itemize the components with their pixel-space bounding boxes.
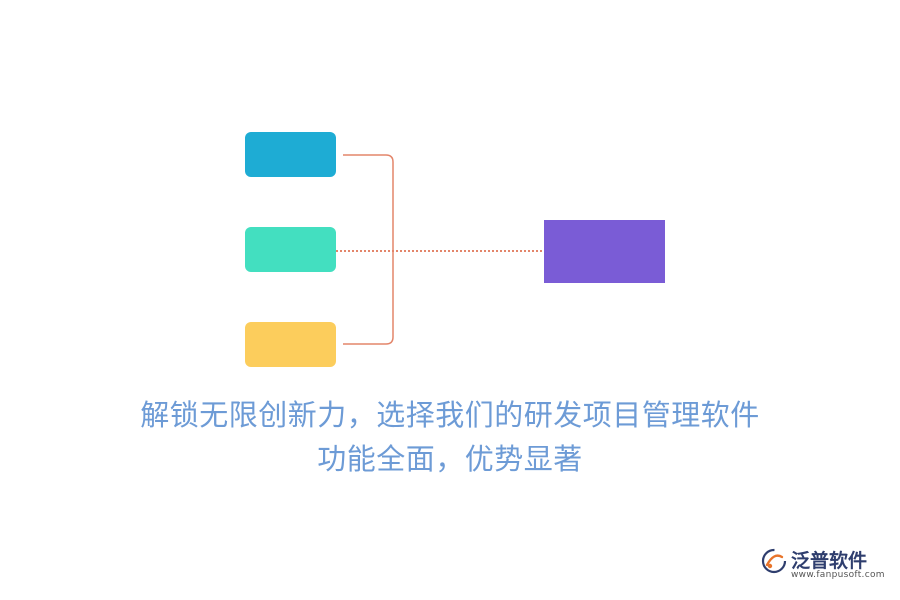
node-yellow-box — [245, 322, 336, 367]
brand-watermark: 泛普软件 www.fanpusoft.com — [761, 546, 886, 582]
brand-url: www.fanpusoft.com — [791, 570, 885, 580]
fanpu-logo-icon — [761, 548, 787, 574]
bracket-connector — [343, 154, 394, 345]
caption-line-2: 功能全面，优势显著 — [317, 442, 583, 476]
brand-name: 泛普软件 — [791, 550, 868, 572]
node-purple-box — [544, 220, 665, 283]
caption-line-1: 解锁无限创新力，选择我们的研发项目管理软件 — [140, 398, 760, 432]
node-teal-box — [245, 227, 336, 272]
node-blue-box — [245, 132, 336, 177]
